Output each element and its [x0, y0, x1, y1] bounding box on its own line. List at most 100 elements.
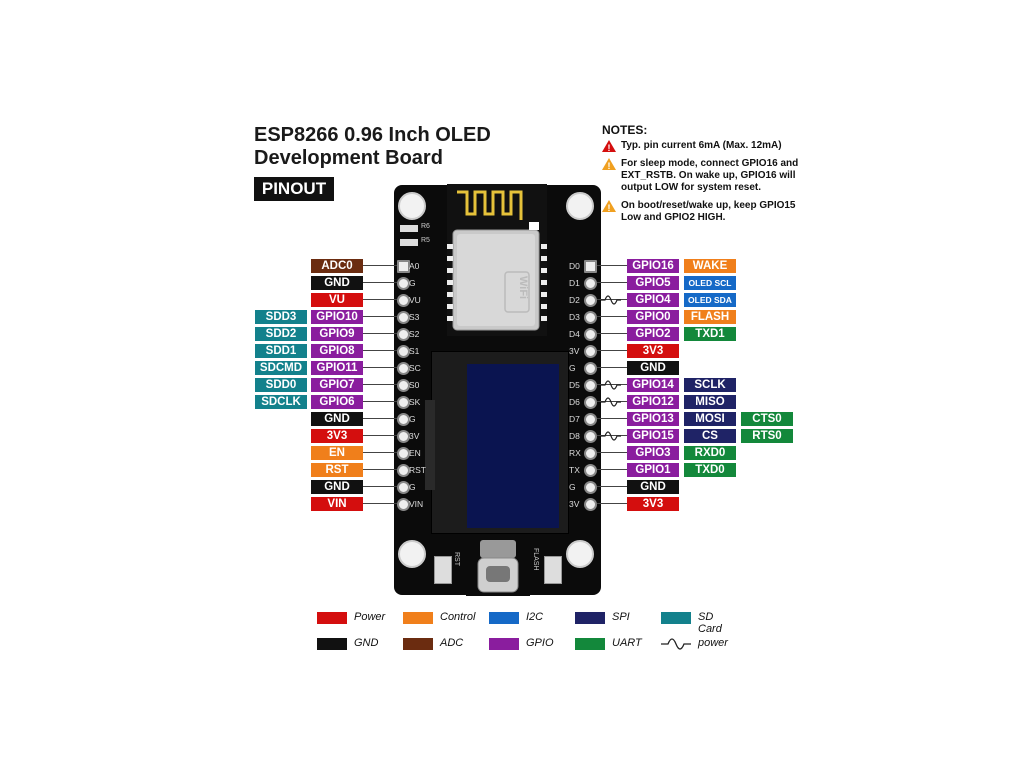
- pin-leader-line: [597, 282, 627, 283]
- pin-function-label: GND: [311, 276, 363, 290]
- mounting-hole: [398, 192, 426, 220]
- pin-silk-label: S1: [409, 346, 420, 356]
- pwm-wave-icon: [601, 431, 621, 441]
- pin-silk-label: S2: [409, 329, 420, 339]
- pin-leader-line: [597, 316, 627, 317]
- pin-header-hole: [584, 413, 597, 426]
- caution-warning-icon: !: [602, 158, 616, 170]
- pin-function-label: SCLK: [684, 378, 736, 392]
- pin-silk-label: D2: [569, 295, 580, 305]
- pin-silk-label: RX: [569, 448, 581, 458]
- rst-button-label: RST: [453, 552, 460, 566]
- caution-warning-icon: !: [602, 200, 616, 212]
- pin-leader-line: [363, 486, 397, 487]
- pin-function-label: CTS0: [741, 412, 793, 426]
- pin-function-label: GND: [311, 412, 363, 426]
- esp8266-module: [447, 184, 547, 336]
- pin-function-label: GPIO12: [627, 395, 679, 409]
- pin-silk-label: G: [409, 278, 416, 288]
- pin-leader-line: [363, 265, 397, 266]
- pin-leader-line: [363, 333, 397, 334]
- pin-function-label: SDD1: [255, 344, 307, 358]
- note-text: For sleep mode, connect GPIO16 and EXT_R…: [621, 158, 799, 193]
- pin-header-hole: [584, 311, 597, 324]
- pin-silk-label: VU: [409, 295, 421, 305]
- pin-header-hole: [584, 294, 597, 307]
- flash-button-label: FLASH: [532, 548, 539, 571]
- mounting-hole: [566, 540, 594, 568]
- legend-swatch: [317, 612, 347, 624]
- legend-swatch: [661, 612, 691, 624]
- pin-function-label: GPIO3: [627, 446, 679, 460]
- pin-header-hole: [584, 430, 597, 443]
- legend-swatch: [317, 638, 347, 650]
- pin-leader-line: [363, 401, 397, 402]
- pin-function-label: RST: [311, 463, 363, 477]
- pin-leader-line: [597, 435, 627, 436]
- pin-function-label: MOSI: [684, 412, 736, 426]
- pin-function-label: VU: [311, 293, 363, 307]
- pin-leader-line: [363, 316, 397, 317]
- legend-swatch: [489, 612, 519, 624]
- pin-silk-label: S0: [409, 380, 420, 390]
- resistor-r5: [400, 239, 418, 246]
- pin-header-hole: [397, 498, 410, 511]
- pin-leader-line: [597, 486, 627, 487]
- legend-label: GPIO: [526, 637, 554, 649]
- pin-header-hole: [397, 481, 410, 494]
- pin-function-label: GND: [627, 480, 679, 494]
- notes-panel: NOTES: ! Typ. pin current 6mA (Max. 12mA…: [602, 124, 802, 230]
- pin-header-hole: [397, 413, 410, 426]
- flash-button[interactable]: [544, 556, 562, 584]
- legend-swatch: [403, 638, 433, 650]
- pin-function-label: SDD0: [255, 378, 307, 392]
- pin-header-hole: [397, 464, 410, 477]
- pin-header-hole: [397, 277, 410, 290]
- legend-label: Control: [440, 611, 476, 623]
- pin-silk-label: SK: [409, 397, 421, 407]
- note-item: ! On boot/reset/wake up, keep GPIO15 Low…: [602, 200, 802, 224]
- pin-function-label: TXD0: [684, 463, 736, 477]
- pin-leader-line: [363, 299, 397, 300]
- pin-header-hole: [584, 277, 597, 290]
- pin-function-label: GPIO7: [311, 378, 363, 392]
- note-text: Typ. pin current 6mA (Max. 12mA): [621, 140, 782, 151]
- mounting-hole: [398, 540, 426, 568]
- pin-function-label: SDCLK: [255, 395, 307, 409]
- svg-text:!: !: [608, 143, 611, 152]
- pinout-badge: PINOUT: [254, 177, 334, 201]
- pin-function-label: GPIO15: [627, 429, 679, 443]
- legend-swatch: [489, 638, 519, 650]
- pin-function-label: GPIO13: [627, 412, 679, 426]
- pin-function-label: 3V3: [627, 344, 679, 358]
- pin-function-label: GPIO10: [311, 310, 363, 324]
- pin-function-label: EN: [311, 446, 363, 460]
- pin-header-hole: [584, 260, 597, 273]
- pin-function-label: GPIO8: [311, 344, 363, 358]
- legend-label: ADC: [440, 637, 464, 649]
- pin-header-hole: [584, 396, 597, 409]
- pin-silk-label: G: [409, 414, 416, 424]
- pin-function-label: RXD0: [684, 446, 736, 460]
- pin-silk-label: D4: [569, 329, 580, 339]
- oled-ribbon: [425, 400, 435, 490]
- legend-swatch: [575, 638, 605, 650]
- pin-silk-label: EN: [409, 448, 421, 458]
- pin-function-label: MISO: [684, 395, 736, 409]
- rst-button[interactable]: [434, 556, 452, 584]
- notes-title: NOTES:: [602, 123, 648, 137]
- pin-silk-label: D7: [569, 414, 580, 424]
- pin-header-hole: [397, 328, 410, 341]
- pin-silk-label: 3V: [569, 346, 580, 356]
- pin-leader-line: [597, 299, 627, 300]
- pin-function-label: RTS0: [741, 429, 793, 443]
- pin-silk-label: G: [569, 482, 576, 492]
- pin-silk-label: D8: [569, 431, 580, 441]
- pin-function-label: VIN: [311, 497, 363, 511]
- pin-header-hole: [397, 396, 410, 409]
- legend-label: power: [698, 637, 728, 649]
- pin-leader-line: [363, 435, 397, 436]
- pin-function-label: 3V3: [311, 429, 363, 443]
- oled-screen: [467, 364, 559, 528]
- pin-header-hole: [397, 345, 410, 358]
